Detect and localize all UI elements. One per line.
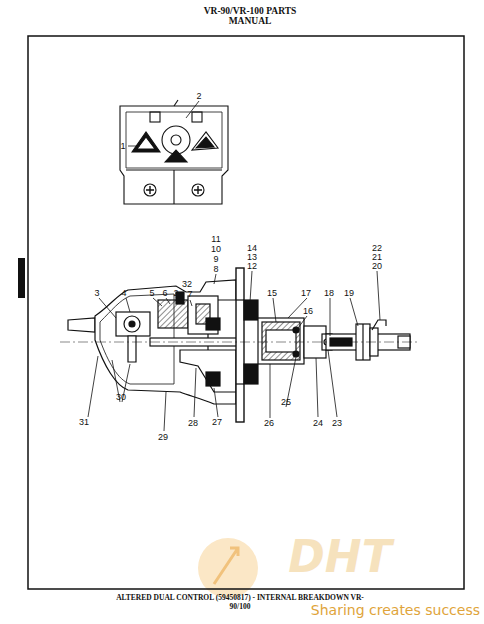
watermark: DHT: [288, 531, 391, 582]
callout-number: 31: [79, 417, 89, 427]
callout-number: 32: [182, 279, 192, 289]
callout-number: 11: [211, 234, 220, 244]
callout-number: 1: [120, 141, 125, 151]
page-frame: [28, 36, 464, 589]
callout-number: 29: [158, 432, 168, 442]
callout-number: 5: [149, 288, 154, 298]
callout-number: 4: [121, 288, 126, 298]
callout-number: 21: [372, 252, 382, 262]
leader-lines: [88, 271, 380, 431]
section-view: [60, 268, 420, 422]
watermark: Sharing creates success: [311, 602, 480, 618]
callout-number: 6: [162, 288, 167, 298]
callout-number: 25: [281, 397, 291, 407]
callout-number: 27: [212, 417, 222, 427]
callout-number: 3: [94, 288, 99, 298]
callout-number: 14: [247, 243, 257, 253]
callout-number: 12: [247, 261, 257, 271]
callout-number: 19: [344, 288, 354, 298]
callout-number: 9: [213, 254, 218, 264]
callout-number: 24: [313, 418, 323, 428]
callout-number: 20: [372, 261, 382, 271]
callout-number: 2: [196, 91, 201, 101]
callout-number: 22: [372, 243, 382, 253]
end-view: [120, 100, 228, 204]
callout-number: 26: [264, 418, 274, 428]
page-title: VR-90/VR-100 PARTS MANUAL: [200, 6, 300, 26]
callout-number: 18: [324, 288, 334, 298]
section-tab: [18, 258, 25, 298]
callout-number: 16: [303, 306, 313, 316]
callout-number: 28: [188, 418, 198, 428]
callout-number: 13: [247, 252, 257, 262]
callout-number: 15: [267, 288, 277, 298]
callout-number: 2: [173, 288, 178, 298]
callout-number: 10: [211, 244, 221, 254]
callout-number: 8: [213, 264, 218, 274]
figure-caption: ALTERED DUAL CONTROL (59450817) - INTERN…: [115, 593, 365, 611]
callout-number: 7: [187, 289, 192, 299]
callout-number: 30: [116, 392, 126, 402]
callout-number: 23: [332, 418, 342, 428]
callout-number: 17: [301, 288, 311, 298]
watermark-arrow: [214, 548, 238, 584]
